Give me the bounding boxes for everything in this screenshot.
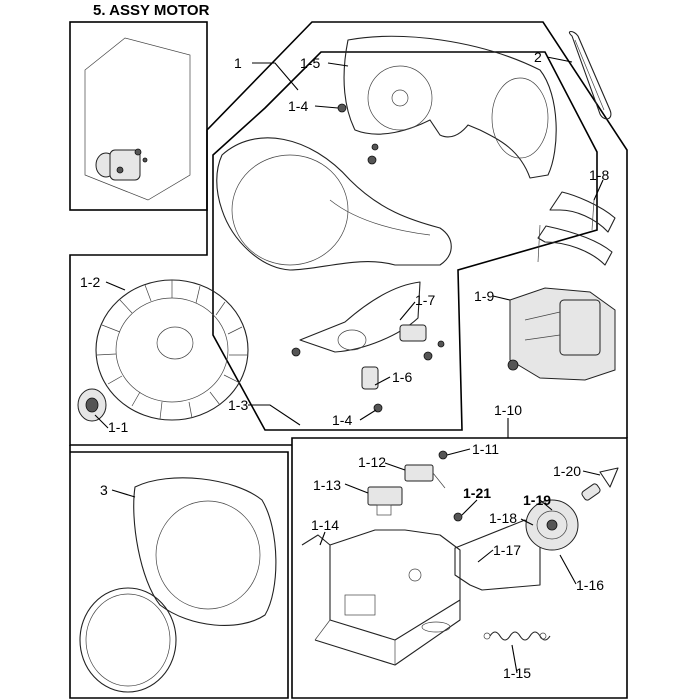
label-1-19: 1-19 — [523, 492, 551, 508]
label-1-11: 1-11 — [472, 441, 499, 457]
pulley-nut-illustration — [77, 388, 107, 422]
idler-assembly-illustration — [454, 467, 619, 591]
leader-lines — [94, 56, 604, 674]
blower-housing-illustration — [216, 137, 452, 271]
label-1-7: 1-7 — [415, 292, 435, 308]
label-1-13: 1-13 — [313, 477, 341, 493]
label-3: 3 — [100, 482, 108, 498]
label-1-10: 1-10 — [494, 402, 522, 418]
motor-assembly-frame — [206, 21, 628, 438]
impeller-illustration — [95, 279, 249, 421]
label-1-5: 1-5 — [300, 55, 320, 71]
label-1-15: 1-15 — [503, 665, 531, 681]
front-duct-frame — [69, 445, 289, 699]
label-1-4-top: 1-4 — [288, 98, 308, 114]
label-1-3: 1-3 — [228, 397, 248, 413]
assembly-frames — [69, 21, 628, 699]
motor-clamps-illustration — [537, 191, 616, 266]
label-1-8: 1-8 — [589, 167, 609, 183]
assy-motor-thumbnail — [84, 37, 191, 201]
sensor-bracket-illustration — [291, 281, 445, 413]
label-1-1: 1-1 — [108, 419, 128, 435]
switch-assembly-illustration — [367, 450, 463, 522]
label-1-14: 1-14 — [311, 517, 339, 533]
base-assembly-frame — [291, 437, 628, 699]
label-1: 1 — [234, 55, 242, 71]
callout-labels: 1 1-5 1-4 2 1-8 1-2 1-7 1-9 1-6 1-3 1-4 … — [80, 49, 609, 681]
front-duct-illustration — [79, 477, 277, 693]
label-1-9: 1-9 — [474, 288, 494, 304]
blower-housing-frame — [212, 51, 598, 431]
label-1-6: 1-6 — [392, 369, 412, 385]
label-1-18: 1-18 — [489, 510, 517, 526]
blower-cover-illustration — [343, 35, 557, 179]
label-1-21: 1-21 — [463, 485, 491, 501]
screws-top — [337, 103, 379, 165]
drive-belt-illustration — [568, 30, 612, 120]
motor-base-illustration — [301, 529, 461, 666]
motor-illustration — [507, 287, 616, 381]
tension-spring-illustration — [483, 631, 551, 641]
label-2: 2 — [534, 49, 542, 65]
diagram-title: 5. ASSY MOTOR — [93, 2, 210, 19]
label-1-2: 1-2 — [80, 274, 100, 290]
fan-assembly-frame — [69, 210, 292, 446]
label-1-17: 1-17 — [493, 542, 521, 558]
assy-motor-thumbnail-frame — [69, 21, 208, 211]
label-1-4-bottom: 1-4 — [332, 412, 352, 428]
label-1-16: 1-16 — [576, 577, 604, 593]
label-1-12: 1-12 — [358, 454, 386, 470]
label-1-20: 1-20 — [553, 463, 581, 479]
